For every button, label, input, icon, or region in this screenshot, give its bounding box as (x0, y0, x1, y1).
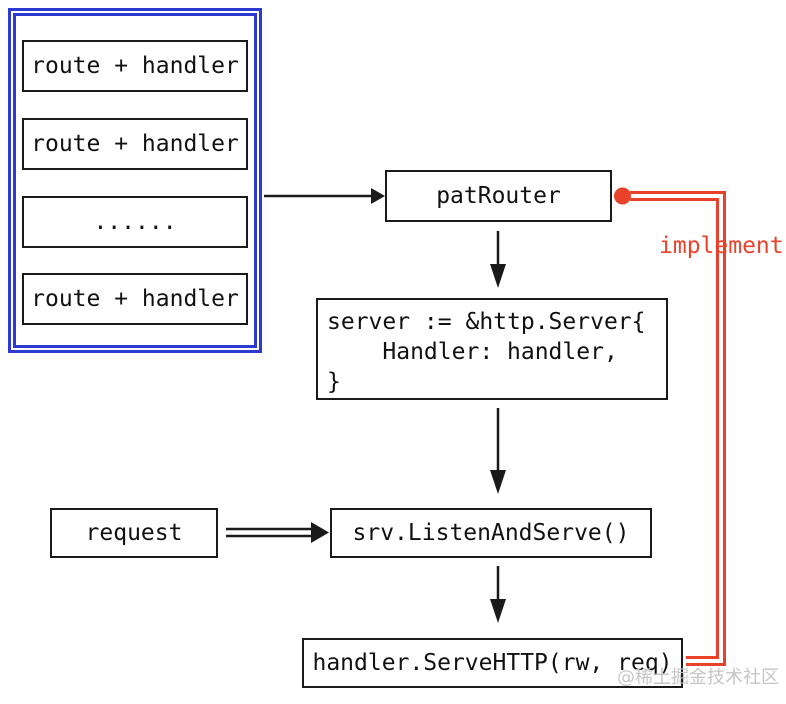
route-handler-box-1: route + handler (22, 40, 248, 92)
server-struct-node: server := &http.Server{ Handler: handler… (316, 298, 668, 400)
route-handler-box-2: route + handler (22, 118, 248, 170)
request-node: request (50, 508, 218, 558)
double-arrow-request-to-listen (226, 522, 329, 543)
request-label: request (85, 519, 183, 546)
server-struct-code: server := &http.Server{ Handler: handler… (327, 309, 646, 395)
implement-label: implement (659, 233, 784, 259)
listen-and-serve-label: srv.ListenAndServe() (352, 519, 630, 546)
routes-panel-inner-border (13, 13, 257, 348)
arrow-routes-to-patrouter (264, 188, 385, 204)
routes-panel (8, 8, 262, 353)
arrow-patrouter-to-server (490, 231, 506, 288)
pat-router-label: patRouter (436, 182, 561, 209)
listen-and-serve-node: srv.ListenAndServe() (330, 508, 652, 558)
watermark: @稀土掘金技术社区 (617, 667, 779, 688)
pat-router-node: patRouter (385, 170, 612, 222)
arrow-server-to-listen (490, 408, 506, 494)
route-handler-box-3: route + handler (22, 273, 248, 325)
route-handler-label: route + handler (31, 130, 239, 157)
arrow-listen-to-serve (490, 566, 506, 623)
red-dot (614, 187, 631, 205)
route-handler-label: route + handler (31, 52, 239, 79)
serve-http-node: handler.ServeHTTP(rw, req) (302, 638, 683, 688)
route-ellipsis-label: ...... (93, 208, 177, 235)
route-ellipsis-box: ...... (22, 196, 248, 248)
route-handler-label: route + handler (31, 285, 239, 312)
